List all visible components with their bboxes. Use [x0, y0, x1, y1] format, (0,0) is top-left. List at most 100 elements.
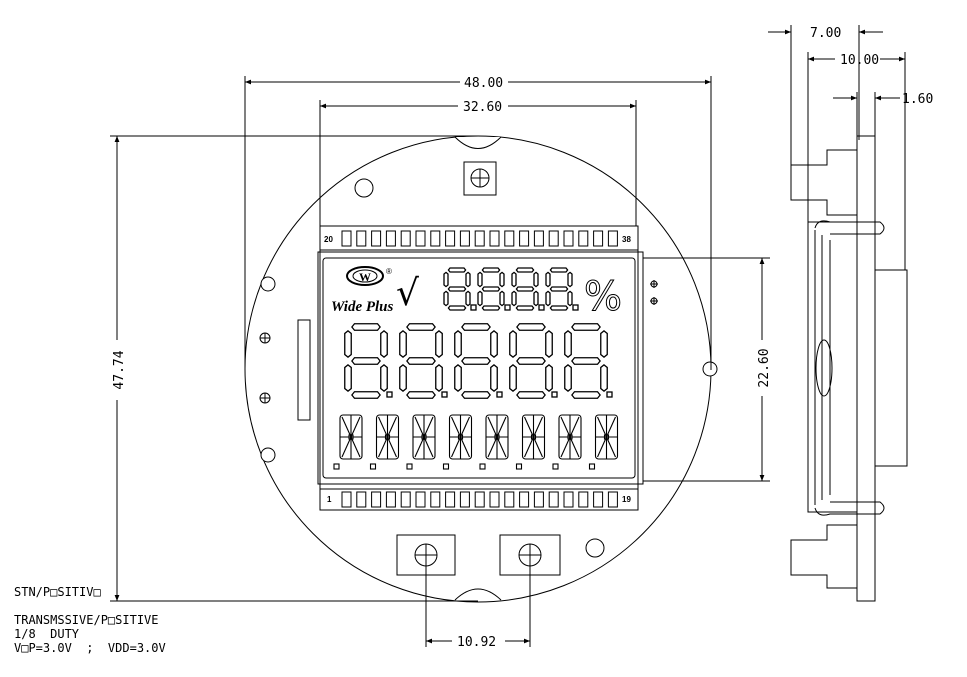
left-connector	[297, 319, 311, 421]
registered-mark: ®	[386, 267, 392, 276]
pin-pad	[489, 230, 500, 247]
side-view	[790, 135, 908, 602]
pcb-outline	[244, 135, 712, 603]
pin-pad	[459, 230, 470, 247]
pin-pad	[415, 230, 426, 247]
pin-pad	[385, 230, 396, 247]
pin-pad	[489, 491, 500, 508]
viewing-area	[317, 251, 644, 485]
pin-pad	[563, 491, 574, 508]
hole-bottom-right	[585, 538, 605, 558]
pin-pad	[430, 491, 441, 508]
note-line-2: TRANSMSSIVE/P□SITIVE	[14, 613, 159, 627]
pin-pad	[356, 230, 367, 247]
via-left-2	[259, 392, 271, 404]
pin-pad	[371, 230, 382, 247]
left-notch-top	[260, 276, 276, 292]
hole-top-left	[354, 178, 374, 198]
pin-pad	[341, 230, 352, 247]
pin-pad	[474, 491, 485, 508]
pin-pad	[593, 491, 604, 508]
segment-digit	[454, 323, 503, 399]
pin-pad	[607, 230, 618, 247]
active-area	[322, 257, 636, 479]
alnum-cell	[442, 414, 473, 470]
pin-pad	[445, 230, 456, 247]
pin-pad	[533, 230, 544, 247]
segment-digit	[443, 267, 477, 311]
segment-digit	[477, 267, 511, 311]
note-line-1: STN/P□SITIV□	[14, 585, 101, 599]
segment-digit	[509, 323, 558, 399]
pin-pad	[341, 491, 352, 508]
segment-digit	[545, 267, 579, 311]
pin-label-20: 20	[324, 235, 333, 244]
pin-pad	[430, 230, 441, 247]
dim-side-total: 10.00	[840, 53, 879, 68]
dim-hole-spacing: 10.92	[457, 635, 496, 650]
pin-pad	[504, 230, 515, 247]
dim-overall-width: 48.00	[464, 76, 503, 91]
percent-symbol: %	[584, 274, 622, 320]
pin-pad	[474, 230, 485, 247]
pin-pad	[385, 491, 396, 508]
pin-pad	[445, 491, 456, 508]
logo-text: Wide Plus	[331, 299, 394, 315]
alnum-cell	[588, 414, 619, 470]
via-left-1	[259, 332, 271, 344]
dim-overall-height: 47.74	[112, 350, 127, 389]
alnum-cell	[333, 414, 363, 470]
pin-pad	[400, 491, 411, 508]
pin-pad	[519, 491, 530, 508]
pin-row-bottom	[341, 491, 618, 508]
dim-viewing-width: 32.60	[463, 100, 502, 115]
screw-box-top	[463, 161, 497, 196]
pin-pad	[519, 230, 530, 247]
dim-side-depth: 7.00	[810, 26, 841, 41]
main-digit-row	[344, 323, 613, 399]
pin-row-top	[341, 230, 618, 247]
pin-label-1: 1	[327, 495, 332, 504]
pin-pad	[415, 491, 426, 508]
pin-pad	[371, 491, 382, 508]
note-line-4: V□P=3.0V ; VDD=3.0V	[14, 641, 166, 655]
wide-plus-logo: W ® Wide Plus	[331, 266, 394, 315]
spec-notes: STN/P□SITIV□ TRANSMSSIVE/P□SITIVE 1/8 DU…	[14, 585, 166, 655]
segment-digit	[564, 323, 613, 399]
pin-pad	[400, 230, 411, 247]
alnum-cell	[479, 414, 509, 470]
bottom-notch	[454, 588, 502, 601]
lcd-module-outline	[319, 225, 639, 511]
sqrt-symbol: √	[396, 273, 419, 314]
left-notch-bottom	[260, 447, 276, 463]
pin-label-38: 38	[622, 235, 631, 244]
alnum-cell	[552, 414, 582, 470]
right-notch	[702, 361, 718, 377]
alphanumeric-row	[333, 414, 619, 470]
pin-pad	[548, 230, 559, 247]
segment-digit	[511, 267, 545, 311]
pin-pad	[459, 491, 470, 508]
alnum-cell	[406, 414, 436, 470]
top-digit-row	[443, 267, 579, 311]
via-right-1	[650, 280, 658, 288]
note-line-3: 1/8 DUTY	[14, 627, 80, 641]
alnum-cell	[515, 414, 546, 470]
pin-pad	[533, 491, 544, 508]
pin-pad	[607, 491, 618, 508]
via-right-2	[650, 297, 658, 305]
dim-viewing-height: 22.60	[757, 348, 772, 387]
pin-pad	[548, 491, 559, 508]
alnum-cell	[369, 414, 400, 470]
pin-pad	[593, 230, 604, 247]
logo-letter: W	[359, 270, 371, 284]
top-notch	[454, 136, 502, 149]
pin-pad	[356, 491, 367, 508]
dim-glass-thickness: 1.60	[902, 92, 933, 107]
segment-digit	[399, 323, 448, 399]
segment-digit	[344, 323, 393, 399]
pin-label-19: 19	[622, 495, 631, 504]
pin-pad	[563, 230, 574, 247]
pin-pad	[578, 230, 589, 247]
